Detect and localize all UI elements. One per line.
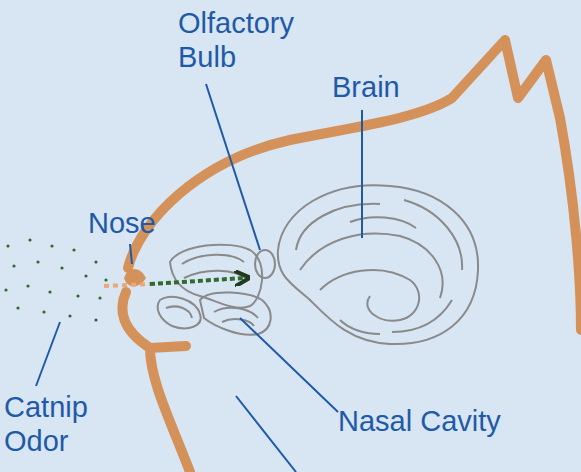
nasal-cavity-drawing (158, 245, 271, 335)
odor-dots (4, 238, 107, 321)
odor-path-arrow (150, 278, 244, 284)
part-label: Olfactory Bulb (178, 6, 328, 74)
chin-outline (122, 292, 186, 348)
head-outline (128, 40, 581, 330)
olfactory-bulb-shape (255, 250, 275, 278)
odor-path-start (104, 284, 150, 286)
part-label: Nasal Cavity (338, 404, 558, 438)
jaw-outline (150, 348, 190, 472)
part-label: Brain (332, 70, 442, 104)
part-label: Catnip Odor (4, 390, 104, 458)
brain-drawing (278, 185, 478, 344)
part-label: Nose (88, 206, 168, 240)
